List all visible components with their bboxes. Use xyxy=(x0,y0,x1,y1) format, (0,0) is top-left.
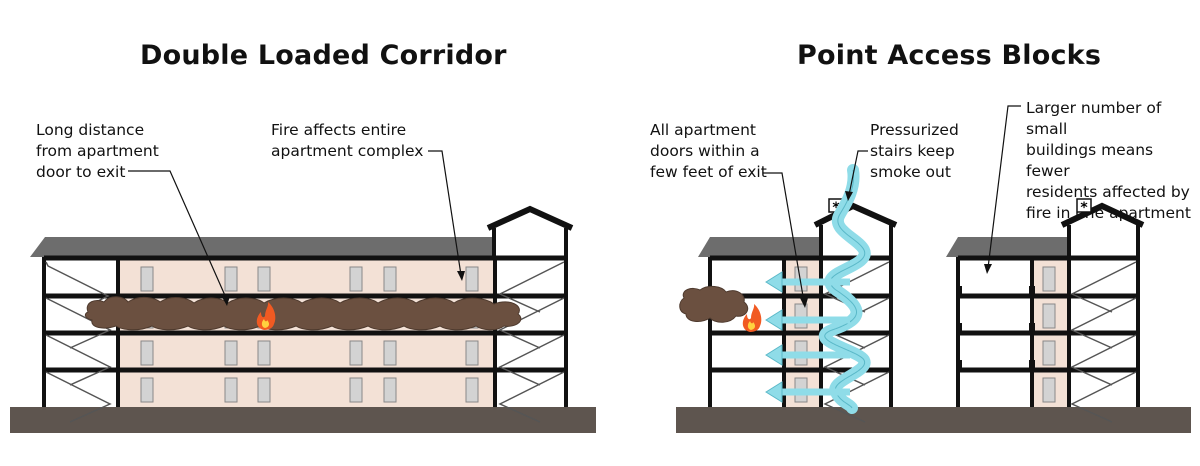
smoke-left xyxy=(84,296,522,331)
apartment-door xyxy=(224,377,238,403)
roof-b xyxy=(946,237,1068,257)
asterisk-fan-icon: * xyxy=(1080,200,1088,216)
apartment-door xyxy=(349,377,363,403)
stair-tower-roof-a xyxy=(813,202,898,228)
double-loaded-corridor-building xyxy=(10,150,596,433)
apartment-door xyxy=(224,340,238,366)
apartment-doors-b xyxy=(1042,266,1056,403)
label-fire-affects: Fire affects entire apartment complex xyxy=(271,121,424,160)
apartment-door xyxy=(465,377,479,403)
apartment-door xyxy=(257,340,271,366)
apartment-door xyxy=(140,377,154,403)
apartment-door xyxy=(383,377,397,403)
fan-box-b xyxy=(1076,198,1092,213)
apartment-door xyxy=(349,340,363,366)
label-long-distance: Long distance from apartment door to exi… xyxy=(36,121,159,181)
arrow-left-icon xyxy=(765,271,783,403)
apartment-door xyxy=(349,266,363,292)
point-access-block-a: * xyxy=(676,150,1191,433)
apartment-door xyxy=(465,266,479,292)
stair-tower-roof-b xyxy=(1060,202,1145,228)
apartment-door xyxy=(465,340,479,366)
smoke-a xyxy=(679,285,749,323)
roof-a xyxy=(698,237,822,257)
stair-tower-roof-left xyxy=(486,205,574,231)
title-point-access-blocks: Point Access Blocks xyxy=(797,40,1102,71)
title-double-loaded-corridor: Double Loaded Corridor xyxy=(140,40,507,71)
apartment-door xyxy=(383,340,397,366)
point-access-block-b: * xyxy=(946,105,1145,423)
ground-left xyxy=(10,407,596,433)
ground-right xyxy=(676,407,1191,433)
apartment-door xyxy=(140,340,154,366)
apartment-door xyxy=(257,377,271,403)
apartment-door xyxy=(257,266,271,292)
apartment-door xyxy=(224,266,238,292)
asterisk-fan-icon: * xyxy=(832,200,840,216)
roof-left xyxy=(30,237,495,257)
apartment-door xyxy=(140,266,154,292)
label-doors-within: All apartment doors within a few feet of… xyxy=(650,121,767,181)
apartment-door xyxy=(383,266,397,292)
label-pressurized-stairs: Pressurized stairs keep smoke out xyxy=(870,121,959,181)
air-arrows xyxy=(782,278,850,396)
